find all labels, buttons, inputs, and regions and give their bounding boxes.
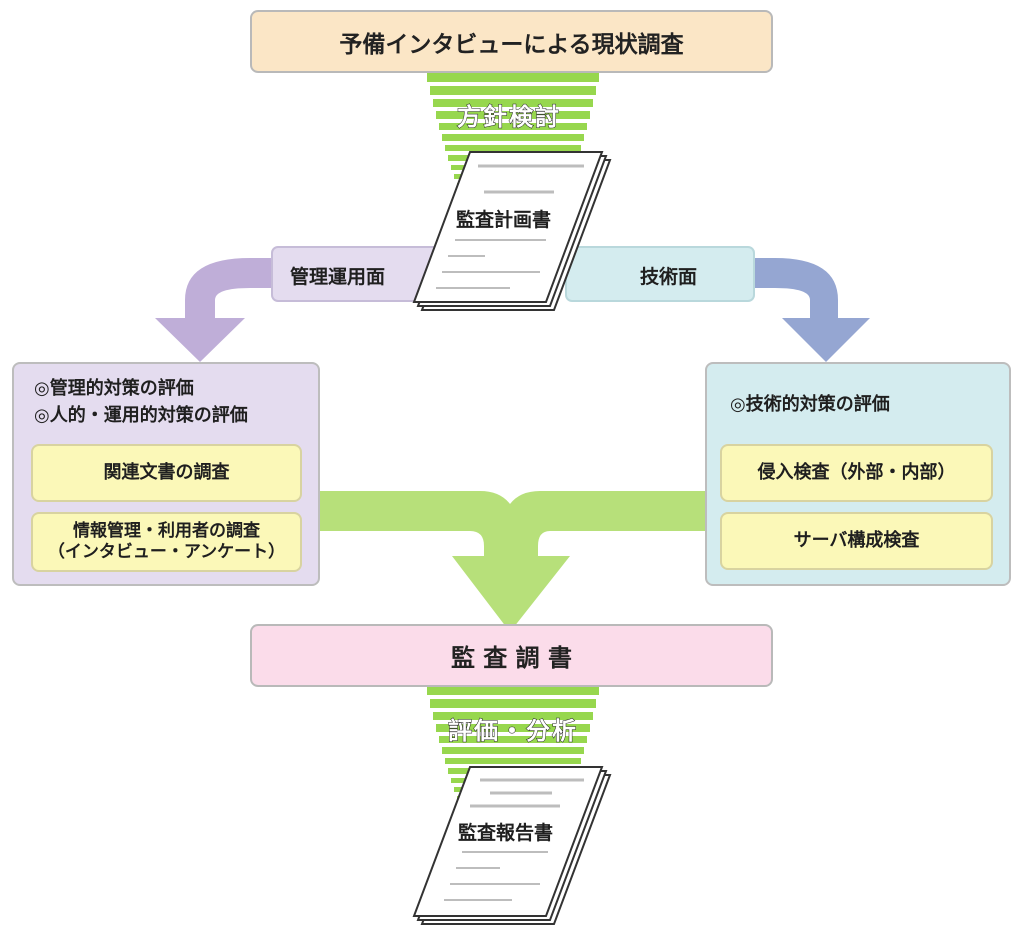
- related-documents-label: 関連文書の調査: [103, 461, 230, 483]
- audit-report-label: 監査報告書: [458, 822, 554, 844]
- management-heading-1: ◎管理的対策の評価: [34, 378, 194, 399]
- audit-plan-document: [412, 151, 612, 311]
- policy-review-label: 方針検討: [457, 103, 561, 132]
- related-documents-item: 関連文書の調査: [31, 444, 302, 502]
- technical-arrow: [724, 258, 870, 362]
- user-survey-item: 情報管理・利用者の調査 （インタビュー・アンケート）: [31, 512, 302, 572]
- user-survey-label-2: （インタビュー・アンケート）: [47, 542, 286, 562]
- audit-report-document: [412, 766, 612, 925]
- intrusion-test-label: 侵入検査（外部・内部）: [757, 461, 956, 483]
- audit-workpaper-label: 監 査 調 書: [450, 644, 573, 672]
- management-arrow: [155, 258, 300, 362]
- preliminary-interview-box: 予備インタビューによる現状調査: [250, 10, 773, 73]
- technical-label: 技術面: [640, 266, 698, 288]
- preliminary-interview-label: 予備インタビューによる現状調査: [339, 31, 684, 58]
- server-config-item: サーバ構成検査: [720, 512, 993, 570]
- audit-workpaper-box: 監 査 調 書: [250, 624, 773, 687]
- merge-arrow: [318, 491, 708, 632]
- management-operation-label: 管理運用面: [290, 266, 386, 288]
- intrusion-test-item: 侵入検査（外部・内部）: [720, 444, 993, 502]
- server-config-label: サーバ構成検査: [793, 529, 920, 551]
- user-survey-label-1: 情報管理・利用者の調査: [73, 520, 260, 541]
- technical-heading: ◎技術的対策の評価: [730, 394, 890, 415]
- evaluation-analysis-label: 評価・分析: [448, 717, 578, 746]
- audit-plan-label: 監査計画書: [456, 209, 552, 231]
- management-heading-2: ◎人的・運用的対策の評価: [34, 405, 248, 426]
